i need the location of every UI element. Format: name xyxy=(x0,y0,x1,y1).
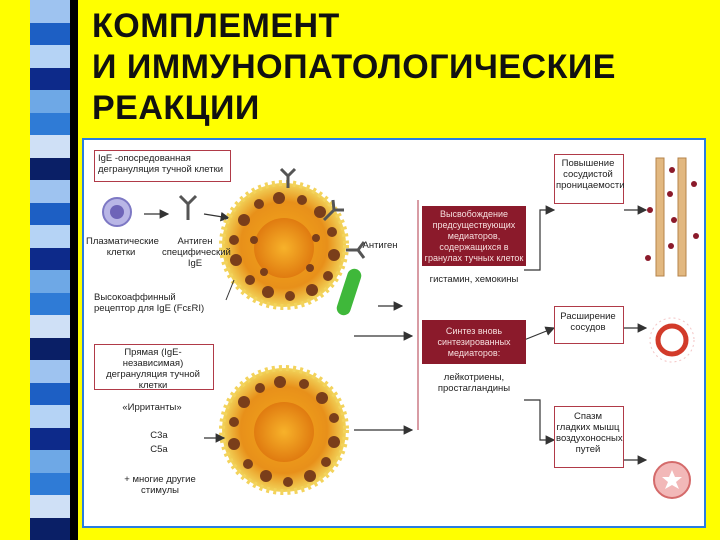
bronchospasm-box xyxy=(554,406,624,468)
title-line-1: КОМПЛЕМЕНТ xyxy=(92,7,340,45)
slide-title: КОМПЛЕМЕНТ И ИММУНОПАТОЛОГИЧЕСКИЕ РЕАКЦИ… xyxy=(92,6,616,129)
ige-degranulation-label: IgE -опосредованная дегрануляция тучной … xyxy=(98,153,224,175)
title-line-2: И ИММУНОПАТОЛОГИЧЕСКИЕ xyxy=(92,48,616,86)
mast-cell-lower-icon xyxy=(219,365,349,495)
c5a-label: C5a xyxy=(150,444,168,455)
vasodilation-box xyxy=(554,306,624,344)
dilated-vessel-icon xyxy=(649,317,695,363)
irritants-label: «Ирританты» xyxy=(122,402,182,413)
constricted-airway-icon xyxy=(653,461,691,499)
antigen-label: Антиген xyxy=(362,240,398,251)
mast-cell-upper-icon xyxy=(219,180,349,310)
arrow-to-vasodilation xyxy=(523,326,556,341)
receptor-label: Высокоаффинный рецептор для IgE (FcεRI) xyxy=(94,292,205,314)
arrow-to-bronchospasm xyxy=(524,399,556,445)
permeability-box xyxy=(554,154,624,204)
c3a-label: C3a xyxy=(150,430,168,441)
release-mediators-box: Высвобождение предсуществующих медиаторо… xyxy=(422,206,526,266)
synthesis-mediators-box: Синтез вновь синтезированных медиаторов: xyxy=(422,320,526,364)
decorative-black-bar xyxy=(70,0,78,540)
antigen-specific-ige-label: Антиген специфический IgE xyxy=(162,236,231,269)
receptor-ige-icons xyxy=(279,167,366,259)
vasodilation-label: Расширение сосудов xyxy=(560,311,616,333)
permeability-label: Повышение сосудистой проницаемости xyxy=(556,158,625,191)
arrow-ige-to-cell xyxy=(203,211,231,222)
leaky-vessel-icon xyxy=(645,157,699,277)
bronchospasm-label: Спазм гладких мышц воздухоносных путей xyxy=(556,411,623,455)
diagram-graphics xyxy=(102,157,699,499)
plasma-cells-label: Плазматические клетки xyxy=(86,236,159,258)
plasma-cell-icon xyxy=(102,197,132,227)
antigen-icon xyxy=(336,268,362,316)
pointer-receptor xyxy=(225,279,235,301)
leukotrienes-label: лейкотриены, простагландины xyxy=(437,372,511,394)
diagram-panel: IgE -опосредованная дегрануляция тучной … xyxy=(82,138,706,528)
decorative-stripe xyxy=(30,0,70,540)
other-stimuli-label: + многие другие стимулы xyxy=(124,474,196,496)
title-line-3: РЕАКЦИИ xyxy=(92,89,260,127)
direct-degranulation-box xyxy=(94,344,214,390)
ige-degranulation-box xyxy=(94,150,231,182)
histamine-label: гистамин, хемокины xyxy=(429,274,519,285)
ige-antibody-icon xyxy=(178,194,198,220)
direct-degranulation-label: Прямая (IgE-независимая) дегрануляция ту… xyxy=(106,347,200,391)
arrow-to-permeability xyxy=(524,205,556,271)
